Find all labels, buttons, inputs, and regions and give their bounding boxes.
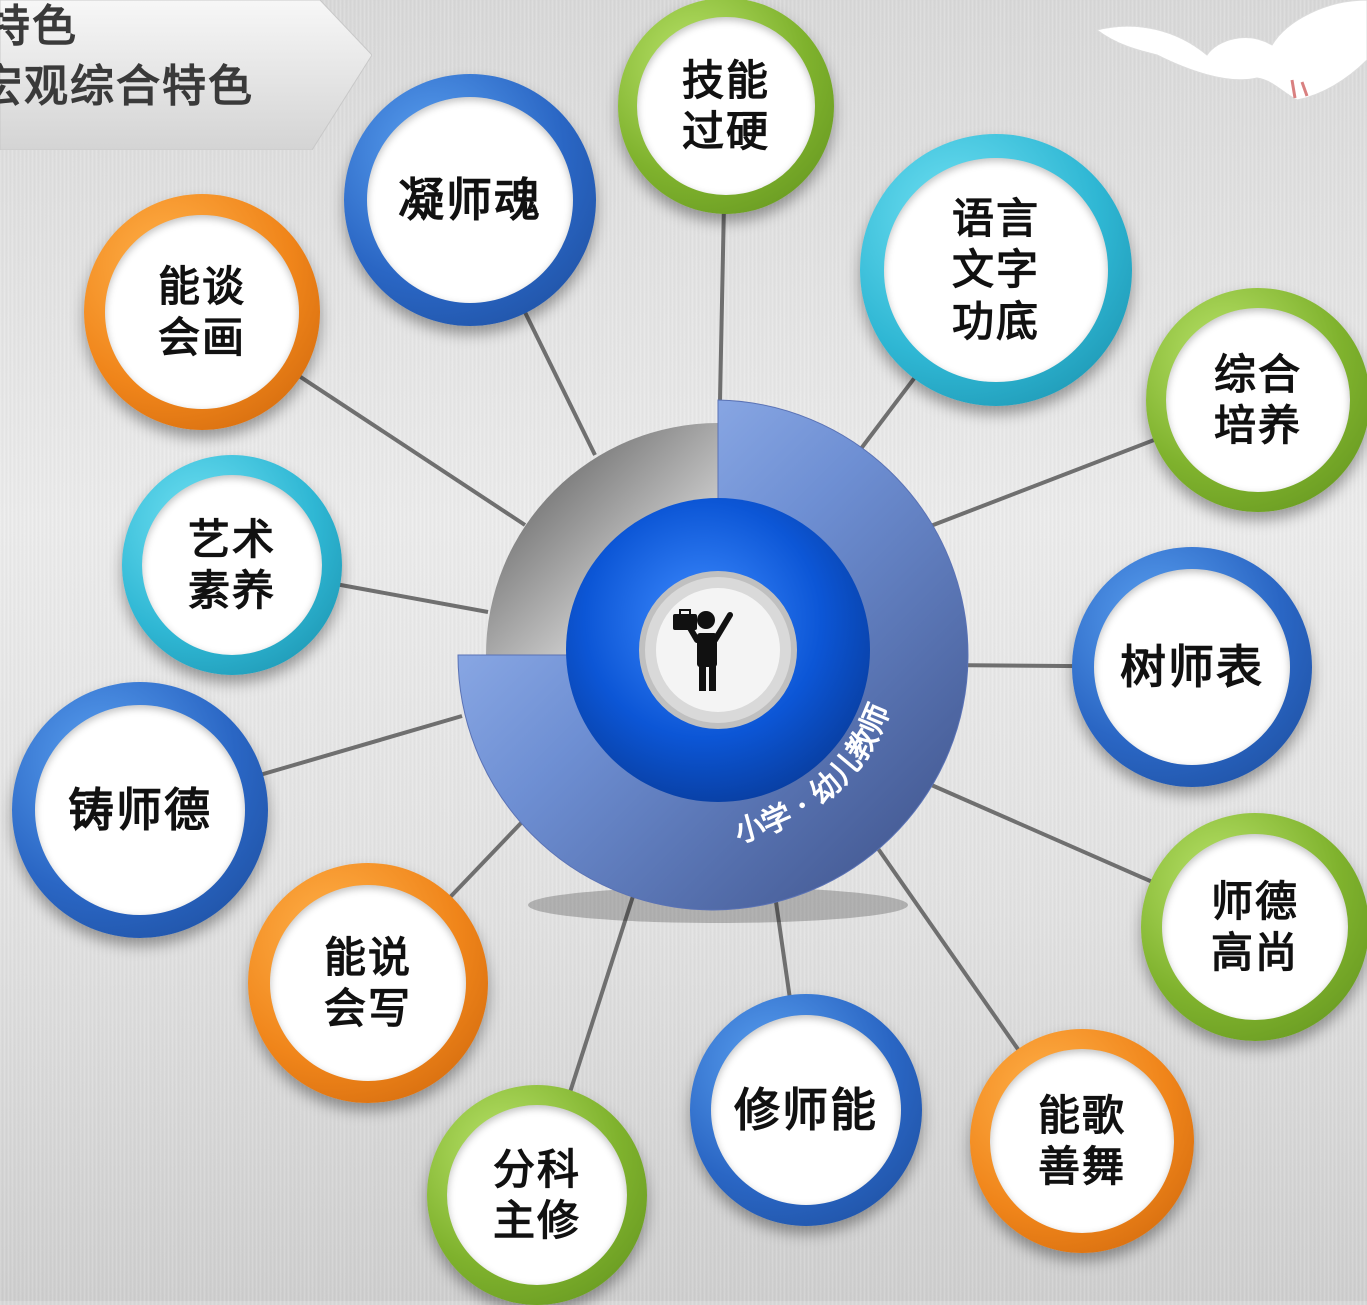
node-ning-shi-hun: 凝师魂 bbox=[344, 74, 596, 326]
node-label: 能说 会写 bbox=[323, 932, 412, 1033]
node-xiu-shi-neng: 修师能 bbox=[690, 994, 922, 1226]
node-neng-ge-shan-wu: 能歌 善舞 bbox=[970, 1029, 1194, 1253]
node-inner-disc: 师德 高尚 bbox=[1161, 833, 1349, 1021]
node-label: 师德 高尚 bbox=[1210, 876, 1299, 977]
node-inner-disc: 艺术 素养 bbox=[141, 474, 323, 656]
banner-title-line1: 特色 bbox=[0, 1, 78, 52]
title-banner: 特色 宏观综合特色 bbox=[0, 0, 373, 151]
dove-icon bbox=[1097, 0, 1367, 101]
node-label: 分科 主修 bbox=[492, 1144, 581, 1245]
node-neng-shuo-hui-xie: 能说 会写 bbox=[248, 863, 488, 1103]
node-fenke-zhuxiu: 分科 主修 bbox=[427, 1085, 647, 1305]
node-inner-disc: 能说 会写 bbox=[269, 884, 467, 1082]
node-zhu-shi-de: 铸师德 bbox=[12, 682, 268, 938]
node-label: 修师能 bbox=[733, 1082, 878, 1137]
node-label: 综合 培养 bbox=[1213, 349, 1302, 450]
banner-shape bbox=[0, 0, 373, 151]
node-yishu-suyang: 艺术 素养 bbox=[122, 455, 342, 675]
node-inner-disc: 凝师魂 bbox=[366, 96, 574, 304]
banner-title-line2: 宏观综合特色 bbox=[0, 61, 254, 112]
node-zonghe-peiyang: 综合 培养 bbox=[1146, 288, 1367, 512]
node-label: 树师表 bbox=[1119, 639, 1264, 694]
node-shide-gaoshang: 师德 高尚 bbox=[1141, 813, 1367, 1041]
node-label: 艺术 素养 bbox=[187, 514, 276, 615]
node-shu-shi-biao: 树师表 bbox=[1072, 547, 1312, 787]
node-label: 能谈 会画 bbox=[157, 261, 246, 362]
node-inner-disc: 能谈 会画 bbox=[105, 215, 299, 409]
node-neng-tan-hui-hua: 能谈 会画 bbox=[84, 194, 320, 430]
node-inner-disc: 能歌 善舞 bbox=[990, 1049, 1174, 1233]
hub-center-face bbox=[656, 588, 780, 712]
node-label: 语言 文字 功底 bbox=[951, 194, 1040, 346]
teacher-icon bbox=[673, 609, 733, 691]
node-inner-disc: 分科 主修 bbox=[446, 1104, 628, 1286]
node-label: 凝师魂 bbox=[398, 172, 542, 227]
node-inner-disc: 语言 文字 功底 bbox=[884, 158, 1108, 382]
node-inner-disc: 修师能 bbox=[710, 1014, 902, 1206]
node-inner-disc: 铸师德 bbox=[35, 705, 245, 915]
node-inner-disc: 综合 培养 bbox=[1166, 308, 1350, 492]
node-label: 技能 过硬 bbox=[681, 55, 770, 156]
node-label: 铸师德 bbox=[68, 782, 212, 837]
node-yuyan-wenzi-gongdi: 语言 文字 功底 bbox=[860, 134, 1132, 406]
node-inner-disc: 技能 过硬 bbox=[637, 17, 815, 195]
node-jineng-guoying: 技能 过硬 bbox=[618, 0, 834, 214]
node-label: 能歌 善舞 bbox=[1037, 1090, 1126, 1191]
node-inner-disc: 树师表 bbox=[1093, 568, 1291, 766]
